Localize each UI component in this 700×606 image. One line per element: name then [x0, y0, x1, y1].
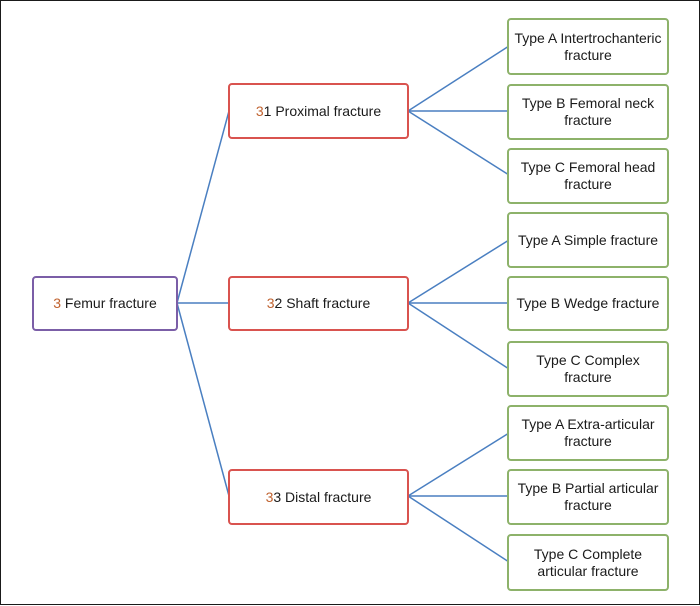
connector-shaft-type-a: [407, 239, 510, 304]
connector-distal-type-c: [407, 495, 510, 563]
type-text: Type A Simple fracture: [514, 232, 662, 249]
group-subcode: 3: [273, 488, 282, 505]
root-code: 3: [53, 295, 62, 311]
type-line-1: Type B Femoral neck: [521, 95, 655, 111]
type-line-2: fracture: [564, 112, 612, 128]
node-proximal-fracture-label: 31 Proximal fracture: [252, 103, 385, 120]
node-shaft-fracture-label: 32 Shaft fracture: [263, 295, 375, 312]
node-proximal-fracture: 31 Proximal fracture: [228, 83, 409, 139]
type-line-2: fracture: [564, 369, 612, 385]
type-line-2: fracture: [564, 433, 612, 449]
connector-distal-type-a: [407, 432, 510, 497]
node-femur-fracture-label: 3 Femur fracture: [49, 295, 161, 312]
node-shaft-fracture: 32 Shaft fracture: [228, 276, 409, 331]
type-line-1: Type C Complex: [536, 352, 640, 368]
group-code: 3: [265, 488, 274, 505]
type-line-1: Type C Femoral head: [520, 159, 656, 175]
type-line-2: fracture: [564, 176, 612, 192]
type-line-2: fracture: [564, 497, 612, 513]
type-line-1: Type A Simple fracture: [517, 231, 659, 248]
type-line-1: Type B Partial articular: [517, 480, 659, 496]
group-subcode: 1: [263, 102, 272, 119]
node-shaft-type-a: Type A Simple fracture: [507, 212, 669, 268]
connector-proximal-type-a: [407, 45, 510, 112]
group-label: Shaft fracture: [282, 295, 371, 311]
group-code: 3: [255, 102, 264, 119]
node-shaft-type-b: Type B Wedge fracture: [507, 276, 669, 331]
node-distal-fracture-label: 33 Distal fracture: [262, 489, 376, 506]
connector-proximal-type-c: [407, 110, 510, 176]
type-text: Type B Wedge fracture: [513, 295, 664, 312]
connector-shaft-type-c: [407, 302, 510, 370]
group-subcode: 2: [274, 295, 283, 311]
type-line-2: articular fracture: [537, 562, 639, 579]
type-line-2: fracture: [564, 46, 612, 63]
group-label: Distal fracture: [281, 488, 372, 505]
node-femur-fracture: 3 Femur fracture: [32, 276, 178, 331]
connector-root-distal: [176, 302, 230, 497]
root-label: Femur fracture: [61, 295, 157, 311]
type-line-1: Type C Complete: [533, 545, 643, 562]
type-line-1: Type B Wedge fracture: [516, 295, 660, 311]
type-line-1: Type A Extra-articular: [521, 416, 655, 432]
group-code: 3: [266, 295, 275, 311]
node-distal-fracture: 33 Distal fracture: [228, 469, 409, 525]
group-label: Proximal fracture: [271, 102, 382, 119]
type-line-1: Type A Intertrochanteric: [514, 29, 662, 46]
connector-root-proximal: [176, 110, 230, 304]
